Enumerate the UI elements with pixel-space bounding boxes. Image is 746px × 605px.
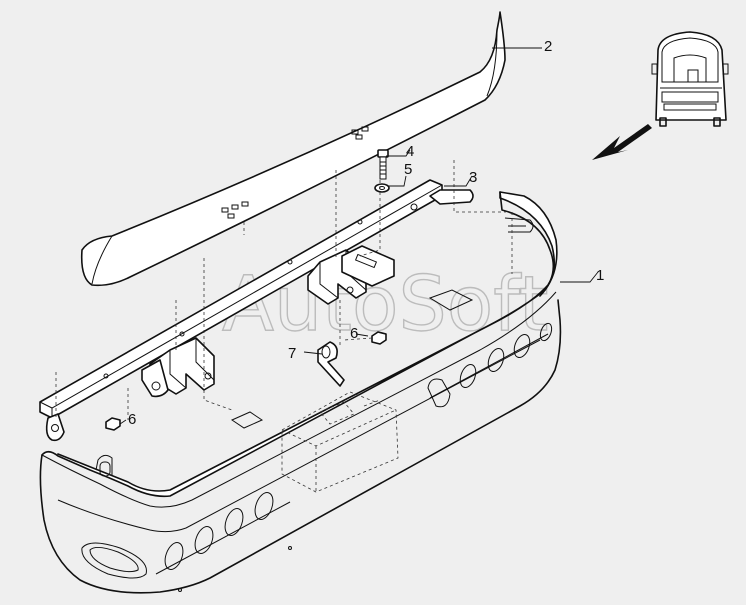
callout-5: 5: [404, 161, 412, 178]
nut-part-6-lower: [105, 417, 121, 431]
mounting-rail-part-3: [39, 179, 474, 442]
number-plate-housing-dashed: [281, 391, 399, 493]
bumper-lamp-openings-right: [427, 322, 553, 408]
callout-4: 4: [406, 143, 414, 160]
bus-front-view-icon: [651, 31, 729, 127]
bolt-part-4: [377, 149, 389, 180]
callout-6-upper: 6: [350, 325, 358, 342]
callout-2: 2: [544, 38, 552, 55]
callout-3: 3: [469, 169, 477, 186]
nut-part-6-upper: [371, 331, 387, 345]
bumper-lamp-openings-left: [81, 492, 292, 592]
trim-mounting-holes: [221, 126, 369, 219]
assembly-guide-lines: [55, 160, 513, 420]
trim-strip-part-2: [80, 11, 506, 287]
callout-7: 7: [288, 345, 296, 362]
rail-bracket-right: [307, 245, 395, 305]
callout-leaders: [119, 47, 599, 425]
washer-part-5: [374, 183, 390, 193]
bracket-part-7: [317, 341, 345, 387]
callout-1: 1: [596, 267, 604, 284]
callout-6-lower: 6: [128, 411, 136, 428]
rail-bracket-left: [141, 337, 215, 398]
bumper-body-part-1: [39, 191, 562, 594]
direction-arrow-icon: [592, 124, 652, 160]
